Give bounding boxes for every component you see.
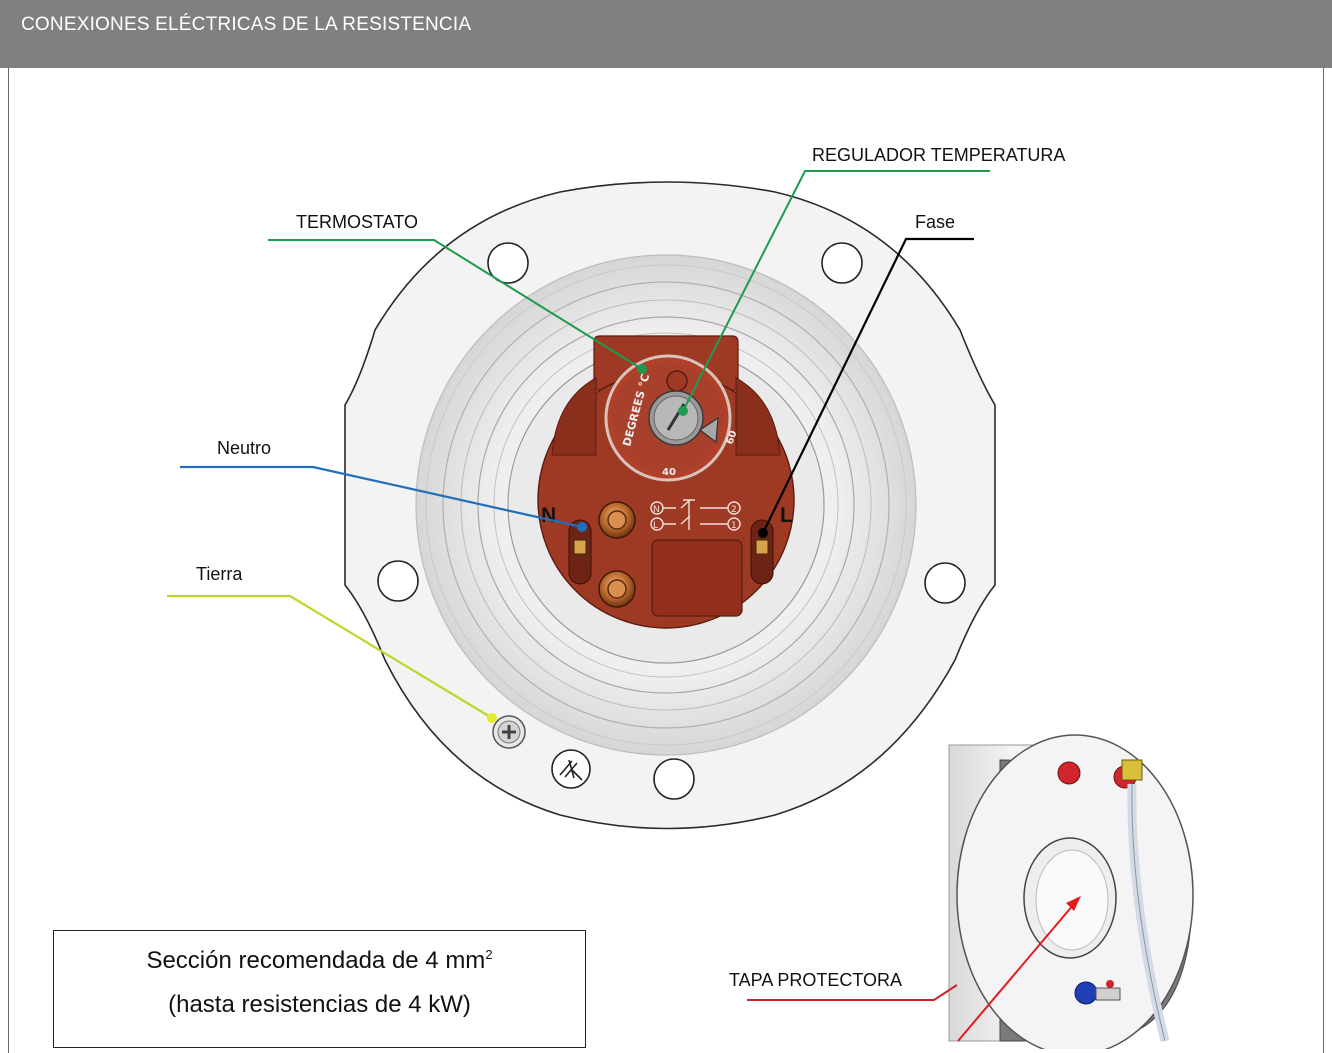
bolt-holes xyxy=(377,242,966,800)
terminal-slots xyxy=(568,519,774,585)
note-superscript: 2 xyxy=(485,947,493,962)
note-line-2: (hasta resistencias de 4 kW) xyxy=(168,991,471,1018)
wiring-1: 1 xyxy=(731,521,737,531)
wiring-l: L xyxy=(653,521,658,531)
temperature-dial xyxy=(604,354,732,482)
content-frame xyxy=(8,68,1324,1053)
label-fase: Fase xyxy=(915,212,956,232)
wiring-schematic-icon xyxy=(650,499,741,531)
ground-screw-icon xyxy=(492,715,526,749)
terminal-l-label: L xyxy=(780,504,793,527)
leader-lines xyxy=(167,170,990,723)
note-line-1: Sección recomendada de 4 mm2 xyxy=(54,947,585,975)
tapa-leader xyxy=(747,896,1081,1042)
label-regulador: REGULADOR TEMPERATURA xyxy=(812,145,1066,165)
cable-section-note: Sección recomendada de 4 mm2 (hasta resi… xyxy=(53,930,586,1048)
ground-symbol-icon xyxy=(551,749,591,789)
dial-mark-40: 40 xyxy=(662,467,676,478)
label-termostato: TERMOSTATO xyxy=(296,212,419,232)
tank-inset xyxy=(948,734,1194,1049)
header-bar: CONEXIONES ELÉCTRICAS DE LA RESISTENCIA xyxy=(0,0,1332,68)
terminal-n-label: N xyxy=(541,504,556,527)
dial-mark-60: 60 xyxy=(724,429,739,446)
label-tierra: Tierra xyxy=(196,564,243,584)
wiring-2: 2 xyxy=(731,505,737,515)
label-neutro: Neutro xyxy=(217,438,272,458)
wiring-n: N xyxy=(653,505,660,515)
label-tapa: TAPA PROTECTORA xyxy=(729,970,903,990)
bronze-terminals xyxy=(598,501,636,608)
page-title: CONEXIONES ELÉCTRICAS DE LA RESISTENCIA xyxy=(21,14,472,35)
note-line-1-text: Sección recomendada de 4 mm xyxy=(146,947,486,974)
